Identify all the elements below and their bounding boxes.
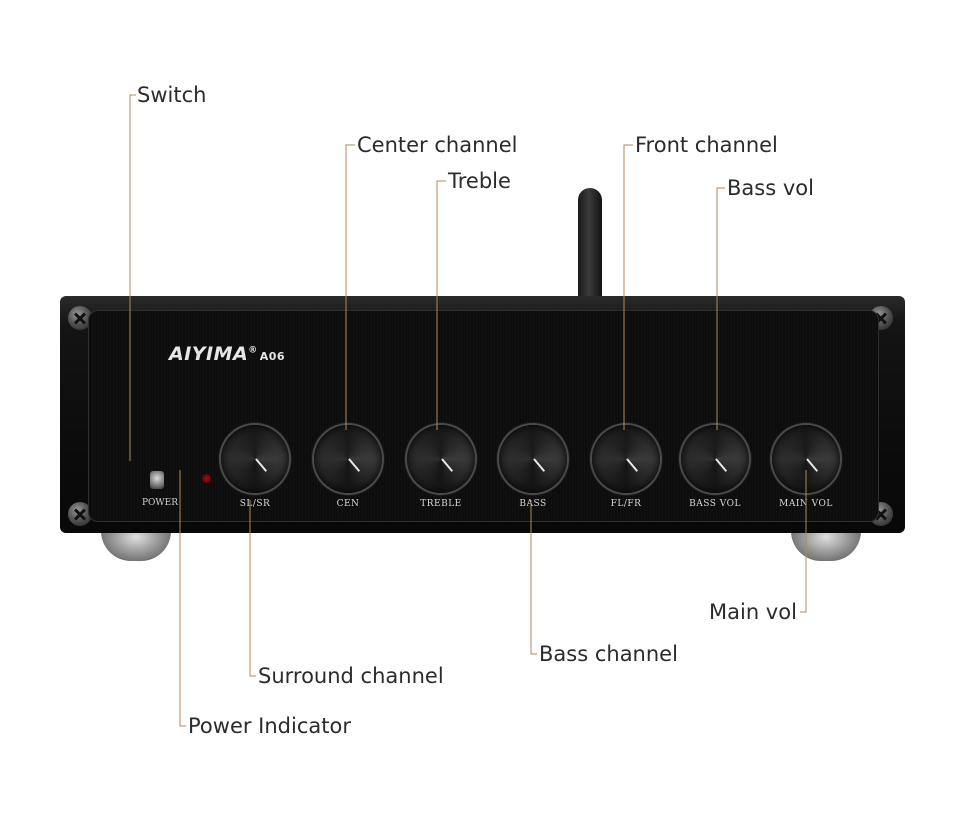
brand-logo: AIYIMA®A06 [169,343,285,365]
knob-sl-sr[interactable] [221,425,289,493]
knob-treble[interactable] [407,425,475,493]
registered-mark: ® [248,345,258,356]
knob-label-bass: BASS [519,499,547,509]
knob-fl-fr[interactable] [592,425,660,493]
power-label: POWER [142,498,179,508]
callout-front-channel: Front channel [635,133,778,157]
callout-center-channel: Center channel [357,133,518,157]
knob-bass[interactable] [499,425,567,493]
knob-label-bass-vol: BASS VOL [689,499,741,509]
knob-label-sl-sr: SL/SR [239,499,271,509]
callout-surround-channel: Surround channel [258,664,444,688]
callout-switch: Switch [137,83,207,107]
callout-bass-vol: Bass vol [727,176,814,200]
knob-cen[interactable] [314,425,382,493]
callout-power-indicator: Power Indicator [188,714,351,738]
power-indicator-led [202,474,211,483]
amplifier-device: AIYIMA®A06 POWER SL/SR CEN TREBLE BASS F… [60,296,905,533]
knob-label-cen: CEN [336,499,360,509]
callout-bass-channel: Bass channel [539,642,678,666]
callout-main-vol: Main vol [709,600,797,624]
bluetooth-antenna [578,188,602,300]
front-panel: AIYIMA®A06 POWER SL/SR CEN TREBLE BASS F… [88,310,879,522]
callout-treble: Treble [448,169,511,193]
knob-label-fl-fr: FL/FR [610,499,642,509]
model-name: A06 [259,350,286,363]
knob-bass-vol[interactable] [681,425,749,493]
brand-name: AIYIMA [169,343,249,365]
power-switch[interactable] [150,471,164,489]
knob-label-treble: TREBLE [420,499,462,509]
